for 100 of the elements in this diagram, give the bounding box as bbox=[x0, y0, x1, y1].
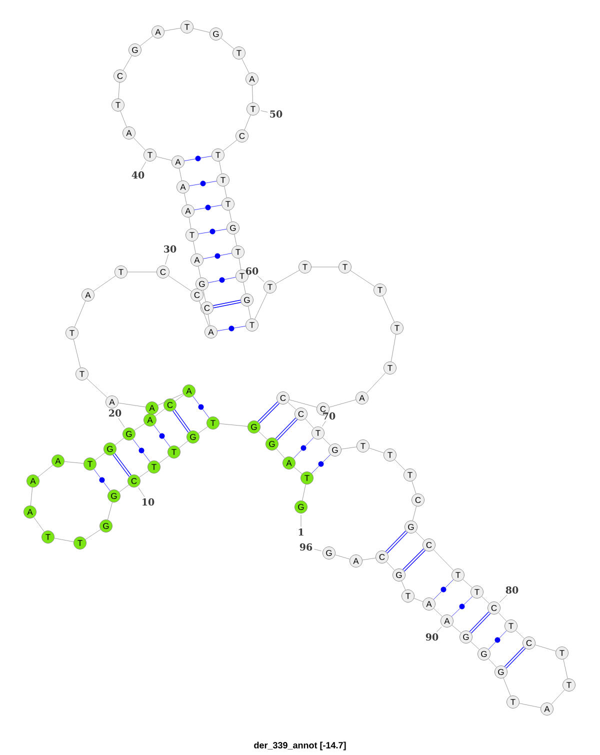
base-pair-line bbox=[203, 253, 232, 259]
backbone-line bbox=[322, 437, 331, 446]
backbone-line bbox=[198, 266, 201, 278]
backbone-line bbox=[434, 608, 443, 617]
position-number: 90 bbox=[426, 633, 438, 641]
backbone-line bbox=[386, 561, 395, 570]
backbone-line bbox=[401, 580, 406, 590]
leader-line bbox=[436, 626, 442, 632]
backbone-line bbox=[244, 114, 251, 130]
base-pair-line bbox=[194, 204, 222, 210]
backbone-line bbox=[164, 28, 181, 32]
backbone-line bbox=[362, 558, 376, 560]
backbone-line bbox=[254, 292, 268, 320]
backbone-line bbox=[74, 300, 86, 328]
backbone-line bbox=[175, 394, 184, 402]
backbone-line bbox=[139, 470, 149, 478]
backbone-line bbox=[234, 234, 237, 246]
backbone-line bbox=[85, 529, 101, 540]
caption: der_339_annot [-14.7] bbox=[254, 742, 346, 750]
backbone-line bbox=[305, 418, 314, 428]
leader-line bbox=[300, 514, 302, 527]
base-pair-line bbox=[208, 277, 236, 283]
backbone-line bbox=[275, 270, 300, 284]
backbone-line bbox=[188, 217, 192, 229]
base-pair-line bbox=[402, 548, 426, 572]
backbone-line bbox=[193, 241, 196, 254]
backbone-line bbox=[470, 641, 480, 650]
base-pair-line bbox=[132, 438, 150, 462]
base-pair-line bbox=[469, 612, 491, 634]
backbone-line bbox=[341, 446, 357, 450]
backbone-line bbox=[140, 36, 154, 46]
backbone-line bbox=[289, 400, 317, 408]
backbone-line bbox=[563, 659, 568, 679]
leader-line bbox=[138, 487, 145, 498]
base-pair-line bbox=[189, 180, 217, 186]
leader-line bbox=[314, 548, 322, 552]
backbone-line bbox=[94, 452, 106, 460]
backbone-line bbox=[534, 644, 556, 652]
backbone-line bbox=[222, 140, 238, 152]
leader-line bbox=[499, 594, 508, 603]
backbone-line bbox=[302, 484, 306, 501]
backbone-line bbox=[350, 270, 375, 287]
backbone-line bbox=[311, 266, 339, 268]
backbone-line bbox=[54, 538, 74, 542]
backbone-line bbox=[503, 678, 511, 696]
base-pair-line bbox=[311, 454, 331, 474]
backbone-line bbox=[482, 596, 490, 604]
base-pair-line bbox=[504, 646, 526, 668]
backbone-line bbox=[208, 314, 210, 326]
backbone-line bbox=[414, 598, 424, 602]
base-pair-line bbox=[451, 596, 473, 617]
leader-line bbox=[118, 418, 125, 428]
backbone-line bbox=[415, 531, 425, 541]
backbone-line bbox=[198, 426, 208, 434]
backbone-line bbox=[158, 456, 170, 464]
backbone-line bbox=[178, 440, 188, 448]
backbone-line bbox=[123, 55, 132, 71]
position-number: 96 bbox=[300, 543, 312, 551]
backbone-line bbox=[134, 423, 145, 431]
backbone-line bbox=[34, 517, 44, 532]
backbone-line bbox=[412, 480, 416, 494]
backbone-line bbox=[118, 484, 130, 492]
backbone-line bbox=[219, 423, 248, 427]
backbone-line bbox=[382, 296, 395, 322]
backbone-line bbox=[38, 464, 54, 478]
backbone-line bbox=[252, 85, 253, 103]
position-number: 50 bbox=[270, 110, 282, 118]
backbone-line bbox=[158, 394, 184, 406]
leader-line bbox=[257, 276, 264, 282]
base-pair-line bbox=[433, 579, 454, 600]
leader-line bbox=[322, 420, 326, 427]
backbone-line bbox=[114, 438, 124, 446]
backbone-line bbox=[154, 408, 166, 416]
base-pair-line bbox=[488, 630, 507, 650]
backbone-line bbox=[258, 431, 268, 440]
backbone-line bbox=[519, 703, 541, 708]
backbone-line bbox=[220, 38, 234, 50]
backbone-line bbox=[433, 549, 454, 571]
position-number: 80 bbox=[506, 586, 518, 594]
base-pair-line bbox=[293, 437, 314, 459]
backbone-line bbox=[120, 110, 127, 128]
base-pair-line bbox=[192, 396, 210, 418]
backbone-line bbox=[184, 193, 187, 205]
backbone-line bbox=[118, 402, 146, 408]
backbone-line bbox=[64, 461, 84, 464]
base-pair-line bbox=[112, 453, 132, 477]
position-number: 10 bbox=[142, 498, 154, 506]
backbone-line bbox=[390, 334, 396, 362]
position-number: 30 bbox=[164, 245, 176, 253]
position-number: 40 bbox=[132, 171, 144, 179]
base-pair-line bbox=[172, 409, 190, 433]
backbone-line bbox=[118, 82, 120, 99]
backbone-line bbox=[551, 690, 565, 704]
backbone-line bbox=[488, 658, 497, 668]
backbone-line bbox=[288, 402, 296, 410]
base-pair-line bbox=[154, 424, 170, 448]
leader-line bbox=[260, 110, 268, 112]
backbone-line bbox=[335, 554, 350, 560]
backbone-line bbox=[219, 161, 222, 174]
backbone-line bbox=[242, 58, 250, 74]
